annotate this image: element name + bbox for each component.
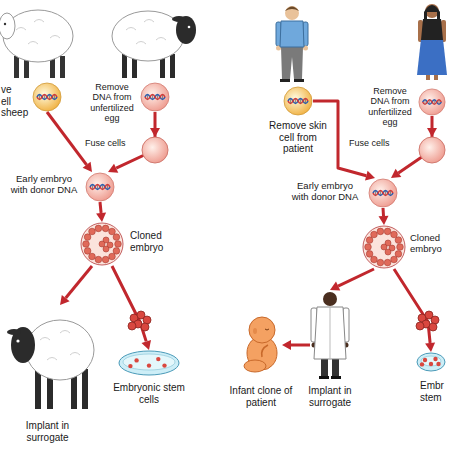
flow-arrow bbox=[379, 208, 389, 225]
enucleated-egg bbox=[142, 128, 168, 163]
arrow-head bbox=[83, 162, 92, 172]
cloned-embryo-shape bbox=[362, 225, 406, 269]
donor-cell-shape bbox=[32, 82, 62, 112]
flow-arrow bbox=[330, 269, 374, 291]
skin-cell: Remove skin cell from patient bbox=[283, 86, 313, 116]
step-label: Cloned embryo bbox=[130, 230, 180, 253]
arrow-head bbox=[96, 213, 106, 223]
step-note: Fuse cells bbox=[348, 138, 391, 148]
infant-figure-shape bbox=[240, 315, 282, 375]
stem-cell-clump bbox=[416, 311, 439, 331]
donor-sheep bbox=[0, 10, 73, 78]
step-label: Implant in surrogate bbox=[295, 385, 365, 408]
arrow-line bbox=[382, 208, 386, 216]
enucleated-egg bbox=[419, 128, 445, 163]
step-label: Early embryo with donor DNA bbox=[288, 181, 362, 203]
flow-arrow bbox=[60, 266, 92, 305]
arrow-head bbox=[108, 164, 118, 173]
arrow-line bbox=[394, 269, 430, 343]
early-embryo-shape bbox=[368, 178, 398, 208]
arrow-head bbox=[391, 169, 401, 178]
arrow-head bbox=[425, 343, 435, 353]
arrow-head bbox=[142, 340, 152, 350]
skin-cell-shape bbox=[283, 86, 313, 116]
arrow-line bbox=[291, 344, 310, 347]
step-label: Remove skin cell from patient bbox=[265, 120, 331, 155]
egg-cell: Remove DNA from unfertilized egg bbox=[418, 88, 446, 116]
infant-figure: Infant clone of patient bbox=[240, 315, 282, 375]
petri-dish: Embryonic stem cells bbox=[118, 350, 180, 376]
arrow-head bbox=[282, 340, 291, 350]
early-embryo: Early embryo with donor DNA bbox=[368, 178, 398, 208]
flow-arrow bbox=[282, 340, 310, 350]
arrow-line bbox=[66, 266, 92, 298]
cloned-embryo: Cloned embryo bbox=[362, 225, 406, 269]
surrogate-sheep: Implant in surrogate bbox=[5, 305, 95, 410]
cloned-embryo-shape bbox=[80, 222, 124, 266]
step-label: Embryonic stem cells bbox=[109, 382, 189, 405]
early-embryo-shape bbox=[85, 172, 115, 202]
arrow-line bbox=[100, 202, 101, 213]
step-label: Implant in surrogate bbox=[10, 420, 85, 443]
flow-arrow bbox=[394, 269, 435, 352]
flow-arrow bbox=[96, 202, 106, 222]
patient-man bbox=[276, 6, 308, 82]
step-label: Cloned embryo bbox=[410, 233, 448, 255]
stem-cell-clump bbox=[128, 311, 151, 331]
petri-dish: Embr stem bbox=[416, 352, 446, 372]
petri-dish-shape bbox=[118, 350, 180, 376]
donor-cell: ve ell sheep bbox=[32, 82, 62, 112]
step-note: Fuse cells bbox=[84, 138, 127, 148]
step-label: ve ell sheep bbox=[1, 84, 21, 119]
cloned-embryo: Cloned embryo bbox=[80, 222, 124, 266]
arrow-head bbox=[330, 282, 340, 291]
egg-sheep bbox=[112, 11, 196, 78]
egg-donor-woman bbox=[417, 4, 447, 80]
egg-cell-shape bbox=[140, 82, 170, 112]
doctor-figure-shape bbox=[310, 290, 350, 380]
step-label: Remove DNA from unfertilized egg bbox=[88, 82, 136, 123]
doctor-figure: Implant in surrogate bbox=[310, 290, 350, 380]
egg-cell-shape bbox=[418, 88, 446, 116]
surrogate-sheep-shape bbox=[5, 305, 95, 410]
early-embryo: Early embryo with donor DNA bbox=[85, 172, 115, 202]
arrow-line bbox=[112, 266, 146, 341]
arrow-head bbox=[60, 295, 70, 305]
step-label: Early embryo with donor DNA bbox=[7, 174, 81, 196]
step-label: Infant clone of patient bbox=[225, 385, 297, 408]
step-label: Embr stem bbox=[420, 380, 448, 403]
petri-dish-shape bbox=[416, 352, 446, 372]
arrow-line bbox=[47, 112, 87, 165]
arrow-head bbox=[379, 216, 389, 225]
arrow-line bbox=[338, 269, 374, 286]
flow-arrow bbox=[112, 266, 151, 350]
arrow-head bbox=[365, 171, 375, 181]
step-label: Remove DNA from unfertilized egg bbox=[366, 86, 414, 127]
egg-cell: Remove DNA from unfertilized egg bbox=[140, 82, 170, 112]
